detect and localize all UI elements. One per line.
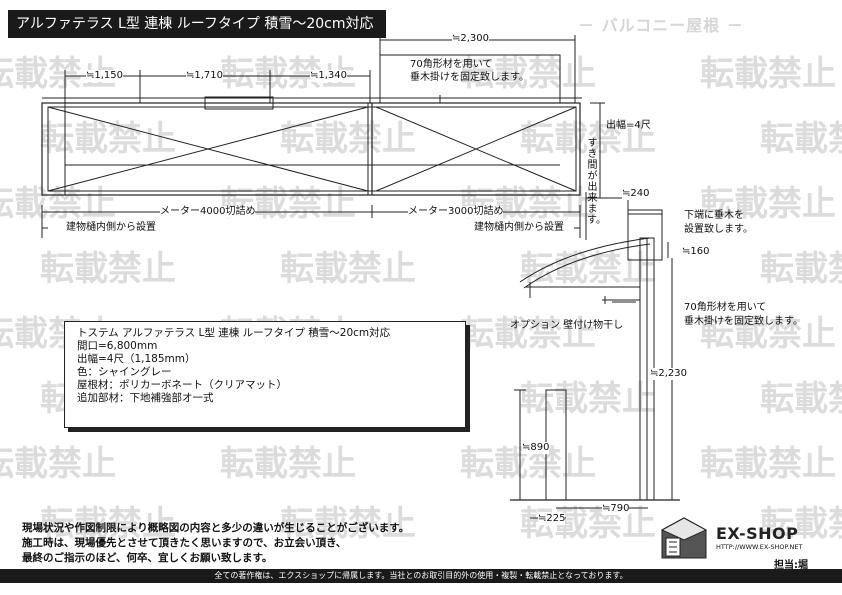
dim-gap: ≒240 — [622, 188, 650, 200]
dim-c: ≒1,340 — [310, 70, 348, 82]
watermark-text: 転載禁止 — [0, 444, 116, 484]
spec-line: 出幅=4尺（1,185mm） — [77, 353, 196, 365]
dim-depth: 出幅=4尺 — [606, 120, 651, 131]
watermark-text: 転載禁止 — [280, 249, 416, 289]
meter-right: メーター3000切詰め — [408, 206, 504, 218]
watermark-text: 転載禁止 — [40, 249, 176, 289]
watermark-text: 転載禁止 — [220, 444, 356, 484]
watermark-text: 転載禁止 — [460, 314, 596, 354]
watermark-text: 転載禁止 — [520, 379, 656, 419]
side-note-1: 下端に垂木を — [684, 210, 744, 221]
note-line: 現場状況や作図制限により概略図の内容と多少の違いが生じることがございます。 — [22, 522, 410, 534]
spec-line: 間口=6,800mm — [77, 340, 158, 352]
spec-line: 色：シャイングレー — [77, 366, 172, 378]
spec-box: トステム アルファテラス L型 連棟 ルーフタイプ 積雪〜20cm対応 間口=6… — [64, 321, 466, 428]
dim-a: ≒1,150 — [86, 70, 124, 82]
side-note-70-1: 70角形材を用いて — [684, 302, 767, 313]
watermark-text: 転載禁止 — [520, 119, 656, 159]
watermark-text: 転載禁止 — [700, 314, 836, 354]
spec-line: 屋根材：ポリカーボネート（クリアマット） — [77, 379, 287, 391]
dim-225: ≒225 — [538, 513, 566, 525]
brand-url: HTTP://WWW.EX-SHOP.NET — [716, 543, 803, 551]
watermark-text: 転載禁止 — [760, 379, 842, 419]
note-top-2: 垂木掛けを固定致します。 — [410, 72, 529, 83]
spec-line: トステム アルファテラス L型 連棟 ルーフタイプ 積雪〜20cm対応 — [77, 327, 391, 339]
section-title: － バルコニー屋根 － — [578, 16, 744, 35]
watermark-text: 転載禁止 — [280, 119, 416, 159]
note-line: 最終のご指示のほど、何卒、宜しくお願い致します。 — [22, 552, 273, 564]
watermark-text: 転載禁止 — [700, 444, 836, 484]
note-top-1: 70角形材を用いて — [410, 59, 493, 70]
brand-name: EX-SHOP — [716, 524, 799, 543]
side-note-70-2: 垂木掛けを固定致します。 — [684, 316, 803, 327]
watermark-text: 転載禁止 — [40, 504, 176, 544]
spec-line: 追加部材：下地補強部オ一式 — [77, 392, 214, 404]
staff-label: 担当:堀 — [774, 560, 808, 571]
install-left: 建物樋内側から設置 — [66, 222, 156, 233]
dim-160: ≒160 — [682, 246, 710, 257]
notes: 現場状況や作図制限により概略図の内容と多少の違いが生じることがございます。 施工… — [22, 521, 409, 566]
page-title: アルファテラス L型 連棟 ルーフタイプ 積雪〜20cm対応 — [8, 10, 386, 38]
watermark-text: 転載禁止 — [700, 184, 836, 224]
dim-790: ≒790 — [602, 503, 630, 515]
watermark-text: 転載禁止 — [40, 119, 176, 159]
meter-left: メーター4000切詰め — [160, 206, 256, 218]
gap-note: すき間が出来ます。 — [587, 138, 606, 226]
dim-width-top: ≒2,300 — [452, 33, 490, 45]
dim-2230: ≒2,230 — [650, 368, 688, 380]
watermark-text: 転載禁止 — [760, 249, 842, 289]
watermark-text: 転載禁止 — [760, 504, 842, 544]
watermark-text: 転載禁止 — [460, 54, 596, 94]
watermark-text: 転載禁止 — [280, 504, 416, 544]
watermark-text: 転載禁止 — [760, 119, 842, 159]
footer-copyright: 全ての著作権は、エクスショップに帰属します。当社とのお取引目的外の使用・複製・転… — [0, 569, 842, 583]
side-note-2: 設置致します。 — [684, 224, 753, 235]
option-label: オプション 壁付け物干し — [510, 320, 624, 331]
dim-890: ≒890 — [522, 442, 550, 454]
install-right: 建物樋内側から設置 — [474, 222, 564, 233]
logo-icon — [660, 517, 708, 559]
watermark-text: 転載禁止 — [700, 54, 836, 94]
dim-b: ≒1,710 — [186, 70, 224, 82]
note-line: 施工時は、現場優先とさせて頂きたく思いますので、お立会い頂き、 — [22, 537, 347, 549]
